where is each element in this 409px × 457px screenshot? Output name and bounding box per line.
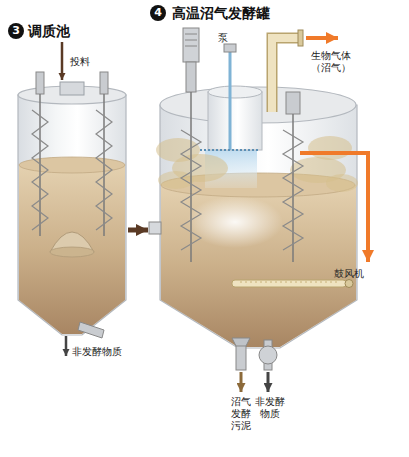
callout-number: 4 bbox=[150, 5, 166, 21]
motor-rib bbox=[185, 46, 197, 47]
tank-body bbox=[18, 95, 126, 335]
slurry-surface bbox=[19, 157, 125, 173]
digester-tank bbox=[149, 28, 368, 392]
slurry-glow bbox=[187, 196, 283, 248]
foam bbox=[308, 136, 352, 160]
biogas-label: 生物气体 （沼气） bbox=[308, 50, 354, 74]
feed-label: 投料 bbox=[70, 56, 90, 68]
pump-label: 泵 bbox=[218, 32, 228, 44]
air-return-arrow bbox=[300, 153, 368, 262]
sludge-label: 沼气 发酵 污泥 bbox=[230, 396, 252, 432]
tank-node: 调质池 bbox=[4, 22, 128, 342]
discharge-label: 非发酵物质 bbox=[72, 346, 122, 358]
flow-arrow bbox=[128, 228, 148, 233]
outlet-pipe bbox=[78, 322, 104, 338]
gas-pipe-outline bbox=[272, 38, 300, 112]
stirrer-motor bbox=[183, 28, 199, 62]
pump-head bbox=[224, 44, 236, 52]
pipe-flange bbox=[298, 30, 303, 46]
stirrer-motor bbox=[286, 92, 300, 114]
discharge-arrow bbox=[65, 336, 68, 356]
discharge-label: 非发酵 物质 bbox=[254, 396, 286, 420]
stirrer-motor bbox=[36, 72, 44, 94]
discharge-arrow bbox=[267, 372, 270, 392]
aerator-holes bbox=[240, 282, 340, 283]
tank-heading: 高温沼气发酵罐 bbox=[172, 4, 370, 22]
stirrer-blade bbox=[32, 110, 48, 230]
stirrer-blade bbox=[96, 110, 112, 230]
motor-rib bbox=[185, 40, 197, 41]
discharge-pump bbox=[259, 346, 277, 364]
callout-number: 3 bbox=[8, 23, 24, 39]
inlet-port bbox=[149, 222, 161, 234]
inner-cylinder bbox=[208, 92, 262, 150]
sprinkler bbox=[200, 149, 260, 151]
stirrer-blade bbox=[283, 130, 303, 250]
slurry bbox=[19, 165, 125, 334]
conditioning-tank bbox=[18, 42, 126, 356]
inner-dome-base bbox=[50, 247, 94, 257]
stirrer-mount bbox=[186, 62, 196, 92]
stirrer-shaft bbox=[190, 92, 192, 262]
sludge-arrow bbox=[240, 372, 243, 392]
tank-heading: 调质池 bbox=[28, 22, 128, 40]
feed-port bbox=[60, 82, 84, 95]
aerator-pipe bbox=[232, 280, 346, 287]
biogas-arrow bbox=[306, 36, 338, 40]
stirrer-motor bbox=[100, 72, 108, 94]
aerator-nozzle bbox=[345, 280, 353, 288]
foam bbox=[326, 174, 358, 192]
inner-cylinder-top bbox=[208, 86, 262, 98]
blower-label: 鼓风机 bbox=[334, 268, 364, 280]
motor-rib bbox=[185, 34, 197, 35]
gas-pipe bbox=[272, 38, 300, 112]
pump-pipe bbox=[229, 50, 232, 150]
stirrer-blade bbox=[181, 130, 201, 250]
sludge-valve bbox=[232, 338, 250, 346]
feed-arrow bbox=[61, 42, 64, 80]
